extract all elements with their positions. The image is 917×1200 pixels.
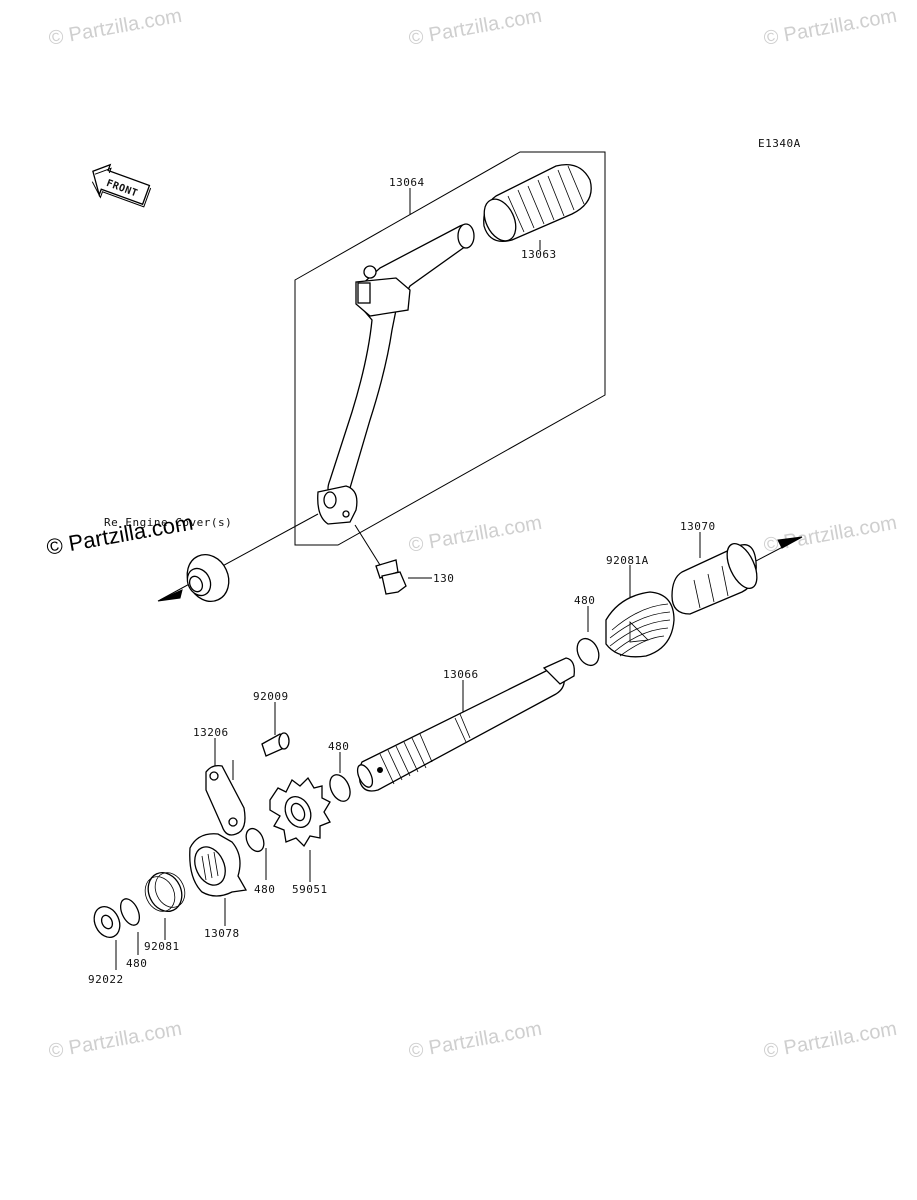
kick-shaft	[356, 657, 575, 792]
watermark: © Partzilla.com	[762, 512, 899, 557]
watermark: © Partzilla.com	[407, 5, 544, 50]
engine-cover-label: Re Engine Cover(s)	[104, 516, 232, 529]
watermark: © Partzilla.com	[407, 512, 544, 557]
part-labels: 13064 13063 130 13070 92081A 480 13066 9…	[88, 176, 716, 986]
torsion-spring-large	[605, 591, 675, 658]
circlip	[576, 637, 600, 667]
bolt-130	[375, 559, 407, 595]
washer	[93, 905, 121, 939]
part-label: 92009	[253, 690, 289, 703]
part-label: 13070	[680, 520, 716, 533]
watermark: © Partzilla.com	[407, 1018, 544, 1063]
kick-pedal-arm	[317, 223, 475, 525]
assembly-outline	[294, 151, 606, 546]
front-arrow-icon: FRONT	[91, 163, 152, 208]
circlip	[329, 774, 351, 802]
watermark: © Partzilla.com	[762, 1018, 899, 1063]
part-label: 130	[433, 572, 454, 585]
kick-gear	[269, 776, 331, 848]
part-label: 480	[328, 740, 349, 753]
part-label: 92081	[144, 940, 180, 953]
part-label: 480	[126, 957, 147, 970]
circlip	[119, 898, 141, 926]
bolt-92009	[261, 732, 290, 757]
guide-plate	[205, 764, 246, 836]
part-label: 13064	[389, 176, 425, 189]
part-label: 92022	[88, 973, 124, 986]
part-label: 13206	[193, 726, 229, 739]
sleeve	[671, 543, 758, 615]
part-label: 92081A	[606, 554, 649, 567]
oil-seal	[186, 554, 230, 602]
leader-lines	[115, 188, 701, 970]
ratchet-spring	[144, 872, 186, 912]
part-label: 13066	[443, 668, 479, 681]
part-label: 480	[254, 883, 275, 896]
part-label: 13078	[204, 927, 240, 940]
part-label: 480	[574, 594, 595, 607]
diagram-code: E1340A	[758, 137, 801, 150]
part-label: 59051	[292, 883, 328, 896]
part-label: 13063	[521, 248, 557, 261]
watermark: © Partzilla.com	[47, 1018, 184, 1063]
kick-pedal-rubber	[483, 163, 592, 243]
watermark: © Partzilla.com	[47, 5, 184, 50]
circlip	[245, 827, 265, 853]
watermark: © Partzilla.com	[762, 5, 899, 50]
ratchet	[189, 833, 248, 897]
